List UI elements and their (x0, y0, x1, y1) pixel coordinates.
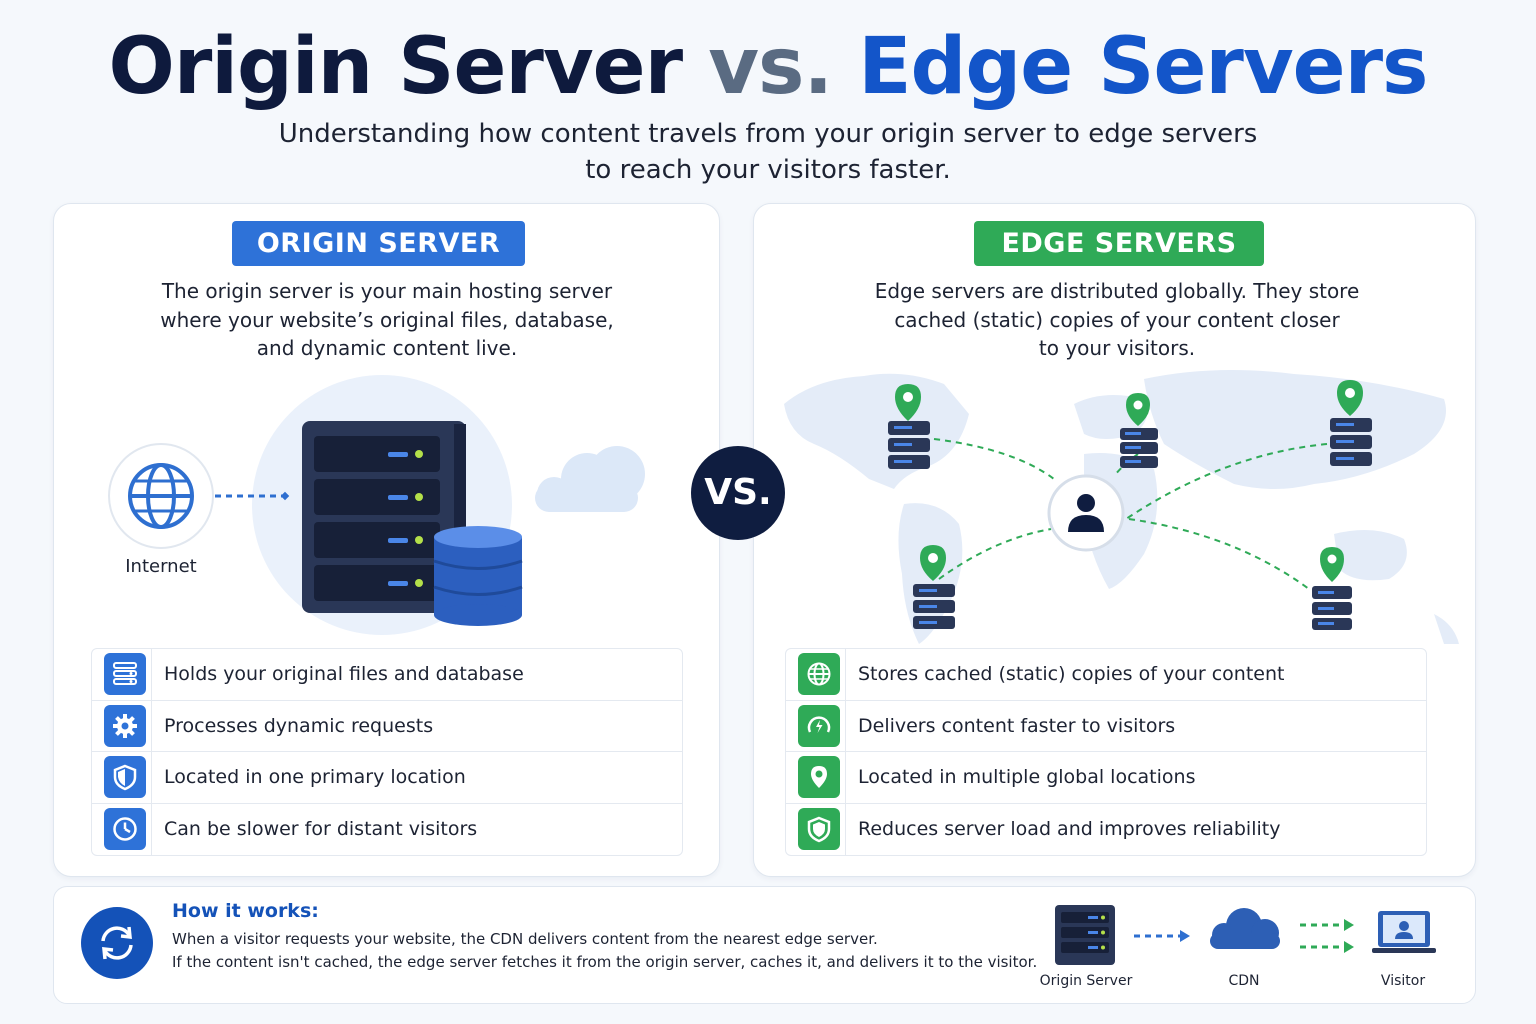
list-item: Holds your original files and database (92, 648, 682, 701)
how-it-works-title: How it works: (172, 900, 319, 922)
feature-label: Can be slower for distant visitors (164, 818, 478, 841)
origin-server-illustration (108, 375, 645, 635)
origin-description-line: and dynamic content live. (256, 336, 518, 360)
title-vs: vs. (708, 22, 833, 112)
origin-description-line: The origin server is your main hosting s… (161, 279, 613, 303)
feature-label: Located in multiple global locations (858, 766, 1196, 789)
server-list-icon (104, 653, 146, 696)
subtitle-line-2: to reach your visitors faster. (585, 155, 951, 185)
list-item: Delivers content faster to visitors (786, 700, 1426, 752)
title-origin: Origin Server (108, 22, 684, 112)
origin-server-badge: ORIGIN SERVER (232, 221, 525, 266)
server-tower-icon (302, 421, 466, 613)
origin-description-line: where your website’s original files, dat… (160, 307, 614, 332)
edge-server-europe (1120, 393, 1158, 468)
list-item: Reduces server load and improves reliabi… (786, 803, 1426, 856)
edge-network-map (784, 370, 1459, 644)
cloud-icon (535, 446, 645, 512)
globe-icon (108, 443, 214, 549)
flow-label-cdn: CDN (1228, 973, 1260, 989)
shield-icon (798, 808, 840, 851)
how-it-works-panel: How it works: When a visitor requests yo… (53, 886, 1476, 1004)
edge-feature-list: Stores cached (static) copies of your co… (785, 648, 1427, 856)
dashed-arrows-green (1300, 919, 1354, 953)
database-icon (433, 526, 523, 626)
page-subtitle: Understanding how content travels from y… (268, 116, 1268, 188)
feature-label: Reduces server load and improves reliabi… (858, 818, 1281, 841)
feature-label: Stores cached (static) copies of your co… (858, 663, 1285, 686)
list-item: Can be slower for distant visitors (92, 803, 682, 856)
flow-label-origin: Origin Server (1039, 973, 1133, 989)
sync-icon (81, 907, 153, 979)
origin-server-icon (1055, 905, 1115, 965)
flow-label-visitor: Visitor (1380, 973, 1426, 989)
delivery-flow-diagram (1055, 905, 1436, 965)
edge-servers-badge: EDGE SERVERS (974, 221, 1264, 266)
edge-server-south-america (913, 545, 955, 629)
subtitle-line-1: Understanding how content travels from y… (278, 119, 1258, 149)
edge-server-north-america (888, 384, 930, 469)
connection-lines (933, 438, 1328, 590)
clock-icon (104, 808, 146, 851)
edge-servers-panel: EDGE SERVERS Edge servers are distribute… (753, 203, 1476, 877)
origin-server-panel: ORIGIN SERVER The origin server is your … (53, 203, 720, 877)
origin-description: The origin server is your main hosting s… (114, 277, 660, 363)
cloud-icon (1210, 908, 1280, 949)
speed-icon (798, 704, 840, 747)
user-icon (1047, 474, 1125, 552)
how-it-works-line-2: If the content isn't cached, the edge se… (172, 953, 1038, 971)
laptop-visitor-icon (1372, 911, 1436, 953)
edge-description-line: cached (static) copies of your content c… (894, 307, 1340, 332)
shield-icon (104, 756, 146, 799)
feature-label: Holds your original files and database (164, 663, 524, 686)
edge-description-line: to your visitors. (1038, 336, 1196, 360)
location-pin-icon (798, 756, 840, 799)
list-item: Located in one primary location (92, 751, 682, 804)
page-title: Origin Server vs. Edge Servers (0, 22, 1536, 112)
dashed-arrow-blue (1134, 930, 1190, 942)
how-it-works-line-1: When a visitor requests your website, th… (172, 930, 878, 948)
edge-server-oceania (1312, 547, 1352, 630)
feature-label: Located in one primary location (164, 766, 466, 789)
feature-label: Delivers content faster to visitors (858, 714, 1176, 737)
internet-label: Internet (125, 556, 197, 577)
globe-icon (798, 653, 840, 696)
vs-badge: VS. (691, 446, 785, 540)
feature-label: Processes dynamic requests (164, 714, 434, 737)
title-edge: Edge Servers (858, 22, 1428, 112)
origin-feature-list: Holds your original files and database P… (91, 648, 683, 856)
list-item: Stores cached (static) copies of your co… (786, 648, 1426, 701)
edge-server-asia (1330, 380, 1372, 466)
edge-description-line: Edge servers are distributed globally. T… (874, 279, 1360, 303)
list-item: Processes dynamic requests (92, 700, 682, 752)
gear-icon (104, 704, 146, 747)
list-item: Located in multiple global locations (786, 751, 1426, 804)
connection-dot (280, 491, 290, 501)
edge-description: Edge servers are distributed globally. T… (844, 277, 1390, 363)
